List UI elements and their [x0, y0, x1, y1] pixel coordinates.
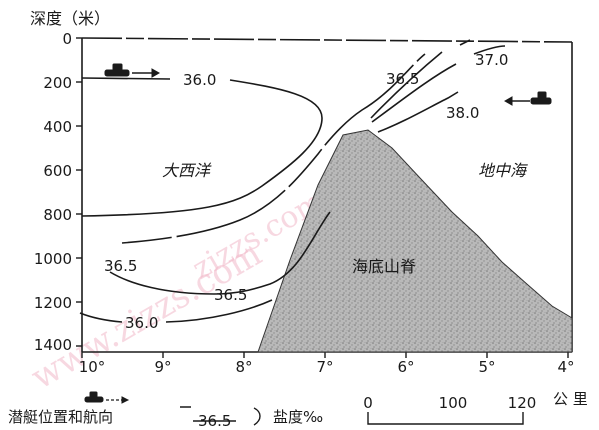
- y-tick-label: 1000: [34, 250, 72, 268]
- submarine-ridge: [257, 129, 573, 353]
- atlantic-label: 大西洋: [162, 161, 212, 180]
- x-tick-label: 10°: [79, 358, 106, 376]
- legend-isoline-sample: [180, 406, 261, 426]
- legend-submarine-label: 潜艇位置和航向: [8, 408, 113, 426]
- isoline-atlantic-36-0-bottom: [79, 299, 273, 323]
- scale-unit-label: 公 里: [553, 390, 588, 408]
- y-tick-label: 0: [62, 30, 72, 48]
- y-tick-label: 800: [43, 206, 72, 224]
- legend-submarine-icon: [84, 391, 130, 404]
- isoline-label: 36.0: [183, 71, 216, 89]
- isoline-label: 36.5: [104, 257, 137, 275]
- legend-isoline-value: 36.5: [198, 412, 231, 430]
- y-axis-title: 深度（米）: [30, 9, 110, 28]
- y-tick-label: 200: [43, 74, 72, 92]
- x-tick-label: 6°: [397, 358, 414, 376]
- legend-salinity-label: 盐度‰: [273, 408, 323, 426]
- scale-tick-label: 100: [439, 394, 468, 412]
- y-tick-label: 600: [43, 162, 72, 180]
- isoline-med-38-0: [377, 91, 459, 133]
- legend-scale-bar: [367, 412, 524, 425]
- submarine-icon-mediterranean: [503, 91, 552, 106]
- isoline-label: 37.0: [475, 51, 508, 69]
- x-tick-label: 4°: [557, 358, 574, 376]
- scale-tick-label: 0: [363, 394, 373, 412]
- y-tick-label: 1400: [34, 336, 72, 354]
- ridge-label: 海底山脊: [352, 257, 416, 276]
- submarine-icon-atlantic: [104, 63, 161, 78]
- x-tick-label: 8°: [235, 358, 252, 376]
- mediterranean-label: 地中海: [478, 161, 528, 180]
- x-tick-marks: [81, 352, 569, 358]
- isoline-label: 36.0: [125, 314, 158, 332]
- isoline-atlantic-36-0-top: [81, 77, 323, 217]
- sea-surface-line: [81, 37, 573, 43]
- isoline-label: 38.0: [446, 104, 479, 122]
- x-tick-label: 7°: [316, 358, 333, 376]
- isoline-strait-36-5: [370, 39, 471, 119]
- y-tick-marks: [76, 37, 82, 347]
- y-tick-label: 1200: [34, 294, 72, 312]
- isoline-label: 36.5: [214, 286, 247, 304]
- isohaline-lines: [79, 39, 506, 323]
- legend: 潜艇位置和航向 36.5 盐度‰ 0 100 120 公 里: [8, 390, 588, 430]
- x-tick-label: 5°: [478, 358, 495, 376]
- isoline-atlantic-36-5-a: [121, 53, 426, 244]
- isoline-label: 36.5: [386, 70, 419, 88]
- isoline-med-37-0: [371, 45, 506, 123]
- x-tick-label: 9°: [154, 358, 171, 376]
- y-tick-label: 400: [43, 118, 72, 136]
- isoline-atlantic-36-5-b: [109, 211, 331, 295]
- scale-tick-label: 120: [508, 394, 537, 412]
